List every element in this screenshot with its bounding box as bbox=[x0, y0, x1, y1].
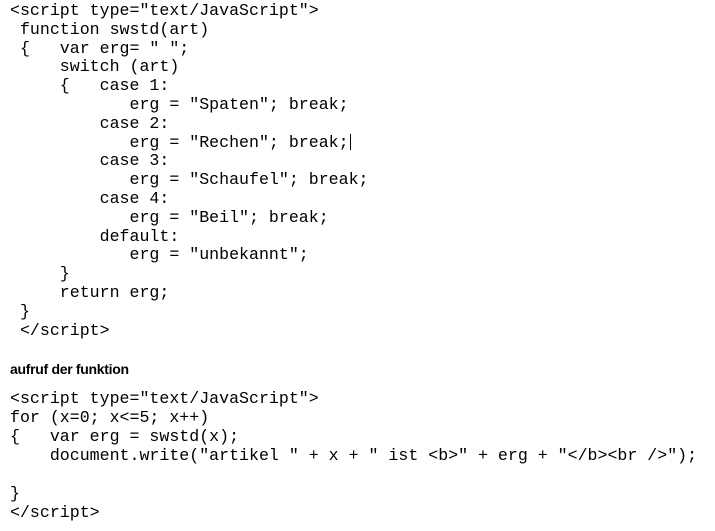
code-line-text: <script type="text/JavaScript"> bbox=[10, 389, 319, 408]
code-line: return erg; bbox=[10, 282, 368, 303]
code-line-text: function swstd(art) bbox=[10, 19, 210, 39]
code-line: function swstd(art) bbox=[10, 19, 368, 40]
code-line-text: <script type="text/JavaScript"> bbox=[10, 1, 319, 20]
code-line: erg = "Rechen"; break; bbox=[10, 132, 368, 153]
code-line: switch (art) bbox=[10, 57, 368, 77]
code-line: for (x=0; x<=5; x++) bbox=[10, 408, 697, 427]
code-line-text: erg = "Beil"; break; bbox=[10, 207, 329, 227]
code-block-call[interactable]: <script type="text/JavaScript">for (x=0;… bbox=[10, 389, 697, 522]
code-line: { var erg= " "; bbox=[10, 38, 368, 59]
code-line: case 2: bbox=[10, 113, 368, 134]
code-line: document.write("artikel " + x + " ist <b… bbox=[10, 446, 697, 465]
code-line: case 4: bbox=[10, 188, 368, 209]
code-line: { case 1: bbox=[10, 76, 368, 96]
code-line-text: for (x=0; x<=5; x++) bbox=[10, 408, 210, 427]
code-line-text: { case 1: bbox=[10, 76, 170, 96]
code-line: erg = "Spaten"; break; bbox=[10, 94, 368, 115]
code-line-text: document.write("artikel " + x + " ist <b… bbox=[10, 446, 698, 465]
code-line-text: { var erg= " "; bbox=[10, 38, 190, 58]
code-line: </script> bbox=[10, 503, 697, 522]
code-line-text: switch (art) bbox=[10, 57, 180, 77]
code-line: erg = "Beil"; break; bbox=[10, 207, 368, 228]
code-line-text: erg = "Schaufel"; break; bbox=[10, 170, 369, 190]
code-line: } bbox=[10, 301, 368, 322]
code-line-text: return erg; bbox=[10, 282, 170, 302]
code-line: } bbox=[10, 264, 368, 284]
code-line: erg = "Schaufel"; break; bbox=[10, 170, 369, 190]
code-line: <script type="text/JavaScript"> bbox=[10, 389, 697, 408]
code-line-text: default: bbox=[10, 226, 180, 246]
code-line-text: case 4: bbox=[10, 188, 170, 208]
code-line: </script> bbox=[10, 320, 368, 341]
code-line-text: erg = "Spaten"; break; bbox=[10, 94, 349, 114]
code-line bbox=[10, 465, 697, 484]
code-line: } bbox=[10, 484, 697, 503]
code-line-text: erg = "unbekannt"; bbox=[10, 245, 309, 265]
code-line-text: case 3: bbox=[10, 151, 170, 171]
code-line-text: } bbox=[10, 484, 20, 503]
code-line-text: } bbox=[10, 264, 70, 284]
code-line-text: erg = "Rechen"; break; bbox=[10, 132, 349, 152]
code-line: erg = "unbekannt"; bbox=[10, 245, 368, 265]
code-line-text: { var erg = swstd(x); bbox=[10, 427, 240, 446]
code-line: <script type="text/JavaScript"> bbox=[10, 1, 368, 21]
section-heading: aufruf der funktion bbox=[10, 361, 129, 377]
code-line: default: bbox=[10, 226, 368, 247]
code-line: case 3: bbox=[10, 151, 368, 171]
code-line-text: </script> bbox=[10, 503, 100, 522]
code-line-text: </script> bbox=[10, 320, 110, 340]
text-cursor bbox=[349, 133, 351, 150]
code-line-text: case 2: bbox=[10, 113, 170, 133]
code-line: { var erg = swstd(x); bbox=[10, 427, 697, 446]
code-block-function[interactable]: <script type="text/JavaScript"> function… bbox=[10, 1, 369, 341]
code-line-text: } bbox=[10, 301, 30, 321]
